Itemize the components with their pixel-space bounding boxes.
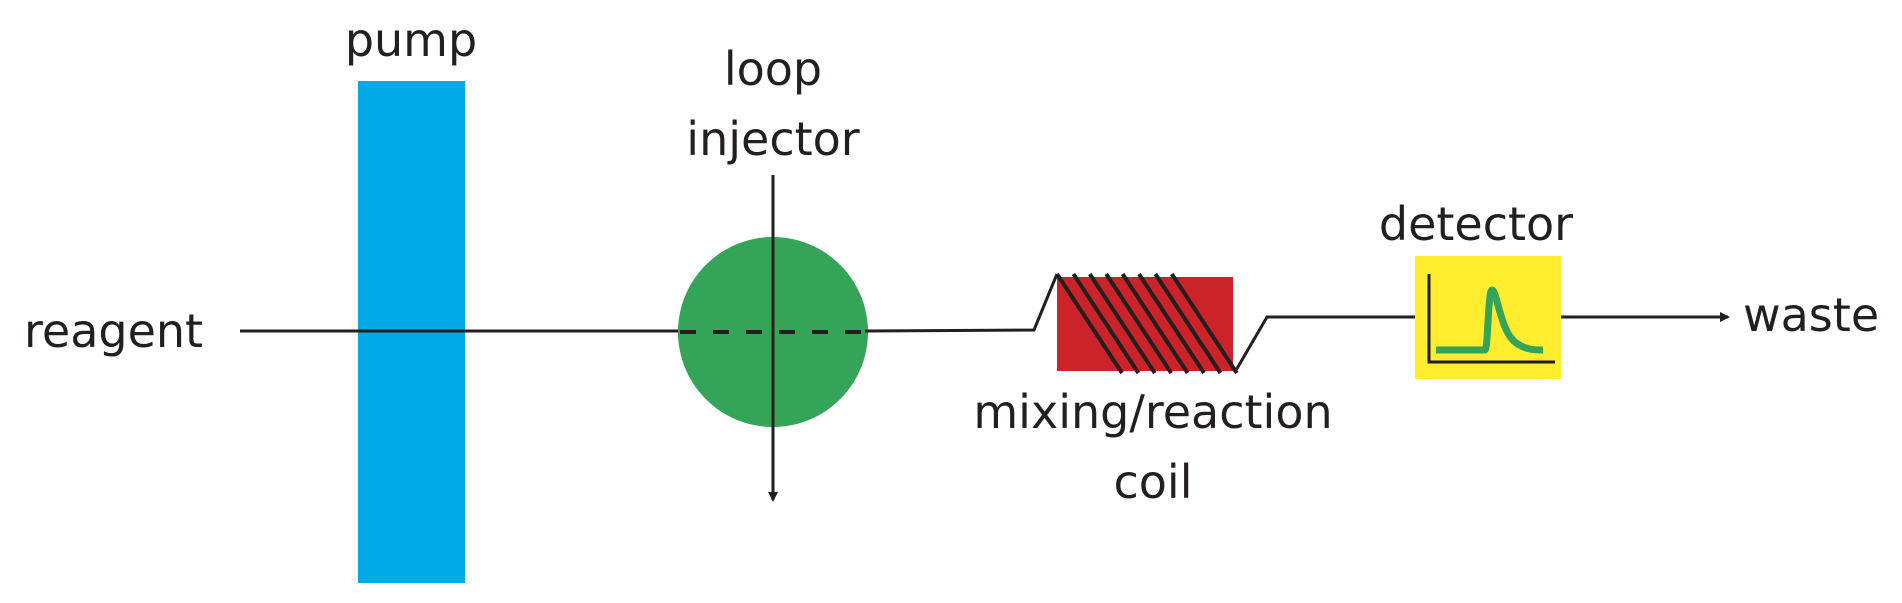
detector-axes: [1427, 274, 1555, 364]
injector-label-line1: loop: [724, 42, 822, 96]
coil-winding: [1170, 272, 1239, 375]
coil-winding: [1153, 272, 1223, 375]
coil-label-line2: coil: [1114, 455, 1193, 509]
coil-winding: [1104, 272, 1173, 375]
waste-label: waste: [1743, 288, 1879, 342]
coil-to-detector-line: [1233, 315, 1415, 373]
reagent-label: reagent: [24, 304, 203, 358]
detector-signal-peak: [1436, 286, 1544, 354]
coil-winding: [1088, 272, 1157, 375]
coil-windings: [1055, 272, 1239, 375]
coil-winding: [1137, 272, 1206, 375]
pump-label: pump: [345, 13, 477, 67]
detector-label: detector: [1379, 197, 1573, 251]
coil-winding: [1055, 272, 1124, 375]
coil-winding: [1120, 272, 1190, 375]
coil-winding: [1071, 272, 1141, 375]
injector-to-coil-line: [864, 273, 1059, 333]
injector-label-line2: injector: [686, 112, 859, 166]
coil-label-line1: mixing/reaction: [973, 385, 1332, 439]
